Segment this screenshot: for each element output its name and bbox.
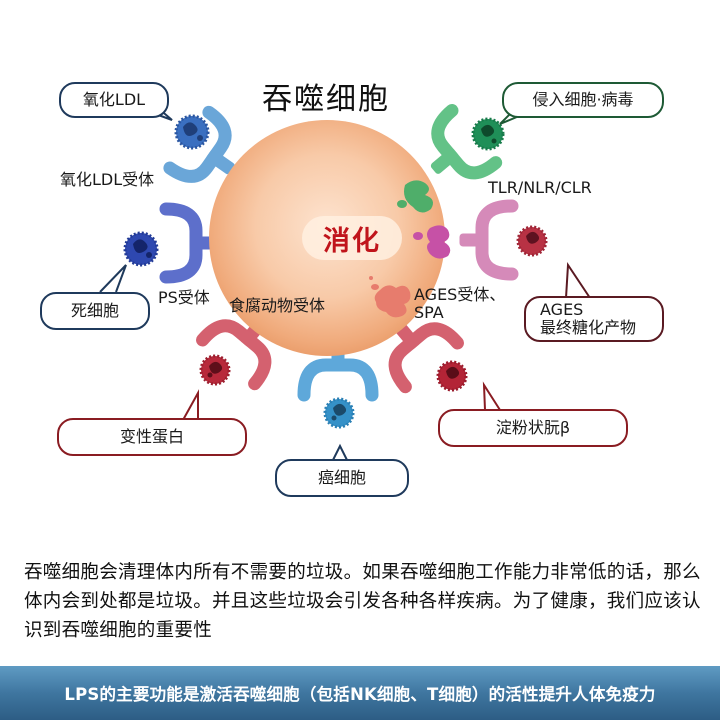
bubble-amyloid-text: 淀粉状朊β (495, 418, 571, 437)
tlr-receptor-label: TLR/NLR/CLR (488, 178, 592, 197)
bubble-virus: 侵入细胞·病毒 (502, 82, 664, 118)
bubble-ages-line1: AGES (540, 300, 584, 319)
fragment-coral (369, 276, 411, 318)
bubble-denatured-protein: 变性蛋白 (57, 418, 247, 456)
bubble-ox-ldl: 氧化LDL (59, 82, 169, 118)
ages-receptor-label-line1: AGES受体、 (414, 285, 506, 304)
particle-dead-cell (123, 231, 159, 267)
bubble-cancer-cell-text: 癌细胞 (317, 468, 366, 487)
diagram-title: 吞噬细胞 (262, 82, 390, 117)
particle-cancer-cell (323, 397, 355, 429)
bubble-cancer-cell: 癌细胞 (275, 459, 409, 497)
ages-receptor-label-line2: SPA (414, 303, 444, 322)
bubble-amyloid: 淀粉状朊β (438, 409, 628, 447)
banner-text: LPS的主要功能是激活吞噬细胞（包括NK细胞、T细胞）的活性提升人体免疫力 (64, 685, 656, 704)
fragment-green (397, 180, 433, 213)
receptor-ages-pink (460, 206, 512, 274)
bubble-ages-line2: 最终糖化产物 (540, 318, 637, 337)
particle-ages (516, 225, 548, 257)
bubble-virus-text: 侵入细胞·病毒 (532, 90, 634, 109)
bubble-dead-cell-text: 死细胞 (70, 301, 119, 320)
digestion-label: 消化 (302, 216, 402, 260)
particle-denatured-protein (199, 354, 231, 386)
ox-ldl-receptor-label: 氧化LDL受体 (60, 170, 155, 189)
description-text: 吞噬细胞会清理体内所有不需要的垃圾。如果吞噬细胞工作能力非常低的话，那么体内会到… (24, 562, 701, 641)
bubble-ox-ldl-text: 氧化LDL (82, 90, 146, 109)
bubble-dead-cell: 死细胞 (40, 292, 150, 330)
bottom-banner: LPS的主要功能是激活吞噬细胞（包括NK细胞、T细胞）的活性提升人体免疫力 (0, 666, 720, 720)
particle-amyloid (436, 360, 468, 392)
particle-virus (471, 117, 505, 151)
bubble-ages: AGES 最终糖化产物 (524, 296, 664, 342)
phagocyte-diagram: 吞噬细胞 消化 氧化LDL受体 PS受体 食腐动物受体 AGES受体、 SPA … (40, 82, 664, 497)
scavenger-receptor-label: 食腐动物受体 (229, 296, 326, 315)
ps-receptor-label: PS受体 (158, 288, 210, 307)
fragment-magenta (413, 225, 451, 259)
bubble-denatured-protein-text: 变性蛋白 (119, 427, 184, 446)
particle-ox-ldl (174, 114, 210, 150)
